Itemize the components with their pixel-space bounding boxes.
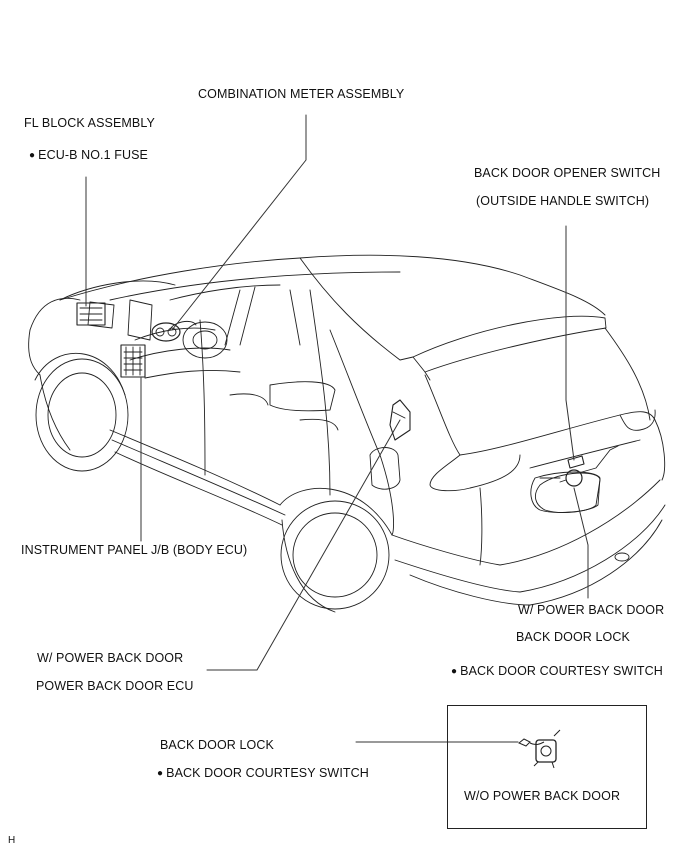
back-door-lock-glyph [539,445,619,487]
power-back-door-ecu-glyph [389,399,411,441]
figure-code: H [8,835,16,846]
label-outside-handle-switch: (OUTSIDE HANDLE SWITCH) [476,194,650,208]
label-w-power-back-door-left: W/ POWER BACK DOOR [37,651,184,665]
instrument-panel-jb-glyph [120,344,146,378]
label-back-door-lock-right: BACK DOOR LOCK [516,630,630,644]
label-fl-block: FL BLOCK ASSEMBLY [24,116,155,130]
label-instrument-panel-jb: INSTRUMENT PANEL J/B (BODY ECU) [21,543,248,557]
leader-power-back-door-ecu [206,419,401,671]
back-door-lock-inset-glyph [518,729,561,769]
leader-back-door-opener-switch [565,225,575,461]
label-back-door-courtesy-switch-right: BACK DOOR COURTESY SWITCH [451,664,663,680]
vehicle-body [28,254,666,613]
inset-box-without-power-back-door: W/O POWER BACK DOOR [447,705,647,829]
leader-lines [85,114,589,743]
combination-meter-glyph [151,322,181,342]
label-w-power-back-door-right: W/ POWER BACK DOOR [518,603,665,617]
label-back-door-lock-inset: BACK DOOR LOCK [160,738,274,752]
leader-combination-meter [171,114,307,331]
leader-back-door-lock-right [573,487,589,599]
fl-block-assembly-glyph [76,302,106,326]
label-ecu-b-fuse: ECU-B NO.1 FUSE [29,148,148,164]
label-power-back-door-ecu: POWER BACK DOOR ECU [36,679,194,693]
label-inset-caption: W/O POWER BACK DOOR [464,789,621,803]
label-back-door-courtesy-switch-inset: BACK DOOR COURTESY SWITCH [157,766,369,782]
label-combination-meter: COMBINATION METER ASSEMBLY [198,87,405,101]
label-back-door-opener-switch: BACK DOOR OPENER SWITCH [474,166,661,180]
